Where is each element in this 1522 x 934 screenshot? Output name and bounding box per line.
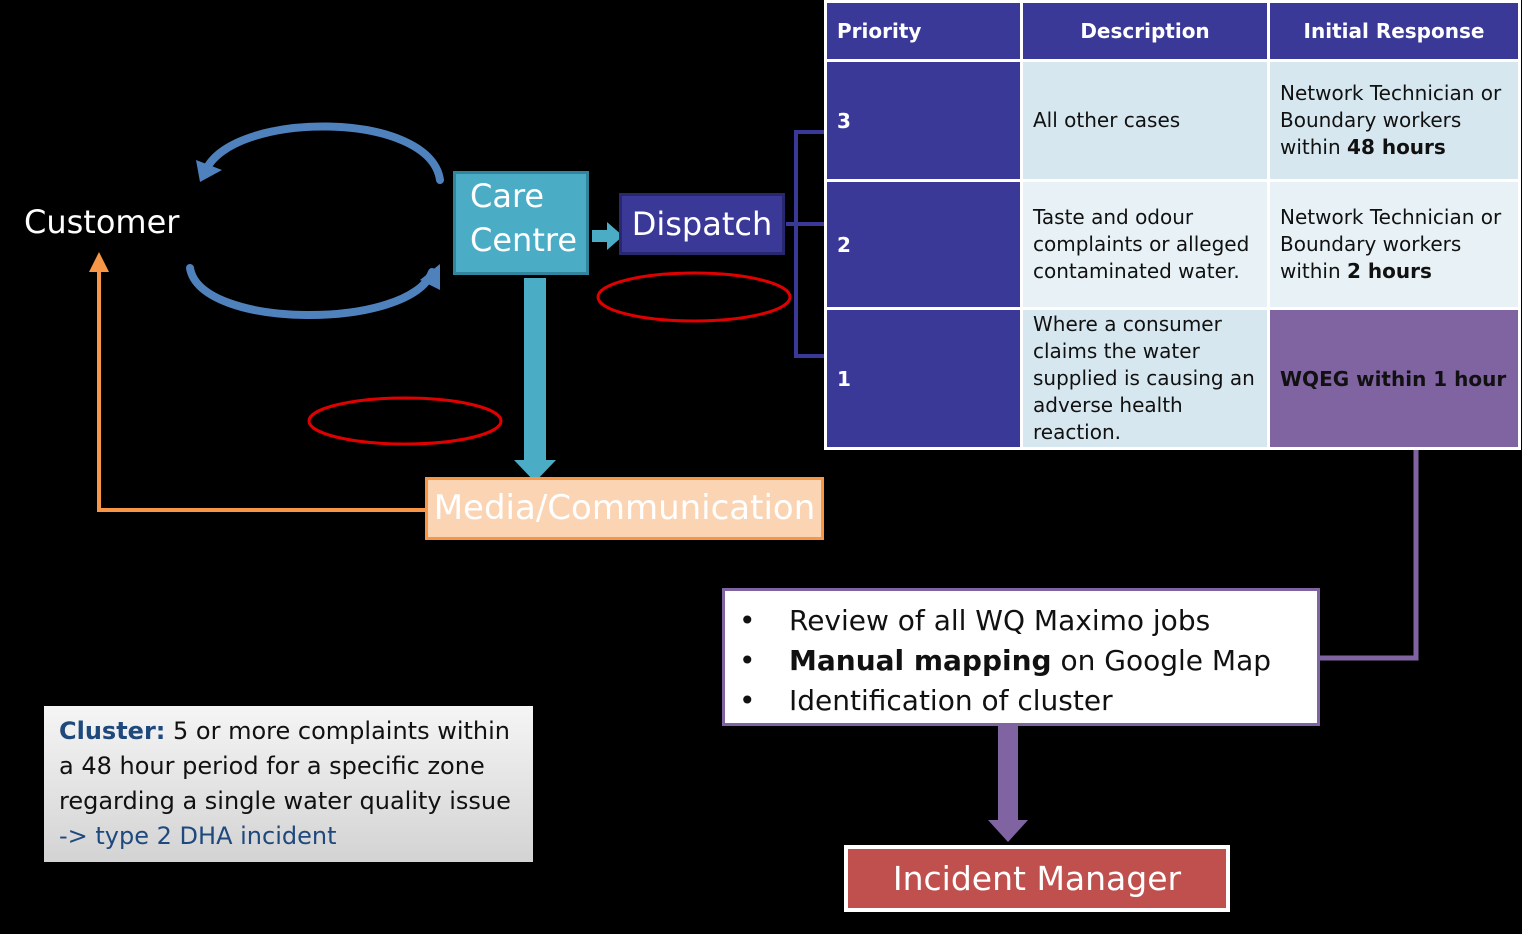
- cluster-definition-note: Cluster: 5 or more complaints within a 4…: [44, 706, 533, 862]
- cluster-incident-type: -> type 2 DHA incident: [59, 822, 337, 850]
- cycle-arrowhead-bottom: [420, 264, 440, 290]
- dispatch-node: Dispatch: [619, 193, 785, 255]
- care-to-media-head: [514, 460, 556, 482]
- response-cell-wqeg: WQEG within 1 hour: [1267, 307, 1521, 450]
- description-line: contaminated water.: [1033, 259, 1240, 283]
- cycle-arrow-bottom: [186, 264, 436, 319]
- response-line: within 2 hours: [1280, 258, 1508, 285]
- review-to-incident-shaft: [998, 726, 1018, 822]
- priority-table: Priority Description Initial Response 3 …: [824, 0, 1521, 450]
- review-item-text: Identification of cluster: [789, 684, 1113, 717]
- cluster-definition-text: 5 or more complaints within a 48 hour pe…: [59, 717, 511, 815]
- header-priority: Priority: [824, 0, 1023, 62]
- review-box: • Review of all WQ Maximo jobs • Manual …: [722, 588, 1320, 726]
- description-line: All other cases: [1033, 108, 1181, 132]
- description-line: supplied is causing an: [1033, 366, 1255, 390]
- list-item: • Identification of cluster: [739, 681, 1317, 721]
- wqeg-to-review-line: [1320, 410, 1419, 661]
- bullet: •: [739, 684, 756, 717]
- care-centre-label-line1: Care: [470, 177, 545, 215]
- response-line: within 48 hours: [1280, 134, 1508, 161]
- cycle-arrow-top: [201, 122, 444, 184]
- review-item-text: Review of all WQ Maximo jobs: [789, 604, 1211, 637]
- customer-node: Customer: [24, 203, 180, 241]
- response-line: Network Technician or: [1280, 205, 1502, 229]
- care-to-media-shaft: [524, 278, 546, 462]
- response-time: 2 hours: [1347, 259, 1432, 283]
- response-line: Network Technician or: [1280, 81, 1502, 105]
- description-line: Where a consumer: [1033, 312, 1222, 336]
- table-row: 2 Taste and odour complaints or alleged …: [824, 179, 1521, 310]
- care-to-dispatch-head: [607, 222, 623, 250]
- response-cell: Network Technician or Boundary workers w…: [1267, 59, 1521, 182]
- media-to-customer-line: [97, 268, 425, 512]
- list-item: • Review of all WQ Maximo jobs: [739, 601, 1317, 641]
- cluster-label: Cluster:: [59, 717, 166, 745]
- media-communication-node: Media/Communication: [425, 477, 824, 540]
- description-line: complaints or alleged: [1033, 232, 1250, 256]
- description-line: adverse health: [1033, 393, 1183, 417]
- priority-table-header: Priority Description Initial Response: [824, 0, 1521, 62]
- response-prefix: within: [1280, 135, 1348, 159]
- description-cell: Taste and odour complaints or alleged co…: [1020, 179, 1270, 310]
- description-cell: All other cases: [1020, 59, 1270, 182]
- description-line: Taste and odour: [1033, 205, 1194, 229]
- cycle-arrowhead-top: [196, 160, 222, 182]
- media-to-customer-head: [89, 252, 109, 272]
- manual-mapping-text: Manual mapping: [789, 644, 1052, 677]
- list-item: • Manual mapping on Google Map: [739, 641, 1317, 681]
- response-line: Boundary workers: [1280, 232, 1462, 256]
- description-cell: Where a consumer claims the water suppli…: [1020, 307, 1270, 450]
- description-line: claims the water: [1033, 339, 1200, 363]
- dispatch-bracket: [794, 130, 825, 358]
- response-line: Boundary workers: [1280, 108, 1462, 132]
- response-cell: Network Technician or Boundary workers w…: [1267, 179, 1521, 310]
- table-row: 1 Where a consumer claims the water supp…: [824, 307, 1521, 450]
- response-prefix: within: [1280, 259, 1348, 283]
- incident-manager-node: Incident Manager: [844, 845, 1230, 912]
- care-centre-node: Care Centre: [453, 171, 589, 275]
- highlight-ellipse-dispatch: [596, 271, 792, 323]
- priority-cell: 1: [824, 307, 1023, 450]
- google-map-text: on Google Map: [1051, 644, 1272, 677]
- bullet: •: [739, 644, 756, 677]
- priority-cell: 3: [824, 59, 1023, 182]
- review-to-incident-head: [988, 820, 1028, 842]
- table-row: 3 All other cases Network Technician or …: [824, 59, 1521, 182]
- header-description: Description: [1020, 0, 1270, 62]
- response-time: 48 hours: [1347, 135, 1446, 159]
- description-line: reaction.: [1033, 420, 1122, 444]
- highlight-ellipse-media: [307, 396, 503, 446]
- bullet: •: [739, 604, 756, 637]
- priority-cell: 2: [824, 179, 1023, 310]
- review-item-text: Manual mapping on Google Map: [789, 641, 1271, 681]
- header-initial-response: Initial Response: [1267, 0, 1521, 62]
- care-centre-label-line2: Centre: [470, 221, 577, 259]
- care-to-dispatch-shaft: [592, 230, 608, 242]
